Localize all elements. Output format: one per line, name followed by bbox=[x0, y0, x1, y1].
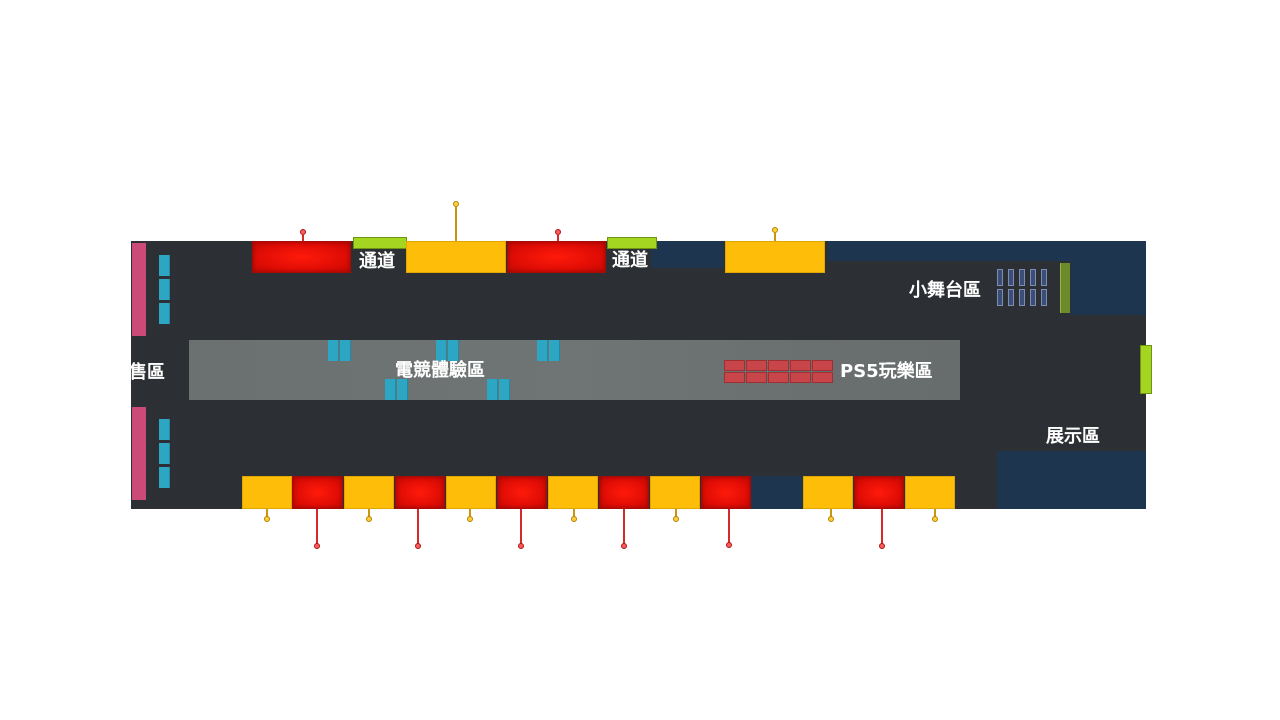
stage-seat[interactable] bbox=[1008, 289, 1014, 306]
stage-seat[interactable] bbox=[997, 269, 1003, 286]
booth-standard[interactable] bbox=[905, 476, 955, 509]
esports-kiosk[interactable] bbox=[340, 340, 351, 361]
stage-platform bbox=[1060, 263, 1070, 313]
booth-standard[interactable] bbox=[548, 476, 598, 509]
ps5-station[interactable] bbox=[812, 372, 833, 383]
corridor-label: 通道 bbox=[359, 251, 395, 272]
corridor-label: 通道 bbox=[612, 250, 648, 271]
stage-seat[interactable] bbox=[1030, 269, 1036, 286]
booth-premium[interactable] bbox=[854, 476, 904, 509]
exhibition-area-label: 展示區 bbox=[1046, 426, 1100, 447]
ps5-station[interactable] bbox=[724, 372, 745, 383]
booth-standard[interactable] bbox=[242, 476, 292, 509]
navy-area-bottom bbox=[751, 476, 803, 509]
esports-kiosk[interactable] bbox=[537, 340, 548, 361]
ps5-station[interactable] bbox=[812, 360, 833, 371]
stage-seat[interactable] bbox=[1041, 289, 1047, 306]
stage-seat[interactable] bbox=[997, 289, 1003, 306]
stage-seat[interactable] bbox=[1030, 289, 1036, 306]
small-stage-area bbox=[1071, 261, 1146, 315]
kiosk[interactable] bbox=[159, 255, 170, 276]
stage-seat[interactable] bbox=[1008, 269, 1014, 286]
booth-standard[interactable] bbox=[650, 476, 700, 509]
wall-panel-top bbox=[132, 243, 146, 336]
booth-standard[interactable] bbox=[446, 476, 496, 509]
ps5-station[interactable] bbox=[724, 360, 745, 371]
ps5-station[interactable] bbox=[746, 360, 767, 371]
kiosk[interactable] bbox=[159, 443, 170, 464]
ps5-station[interactable] bbox=[790, 360, 811, 371]
esports-kiosk[interactable] bbox=[385, 379, 396, 400]
small-stage-label: 小舞台區 bbox=[909, 280, 981, 301]
floor-plan: 通道 通道 小舞台區 電競體驗區 PS5玩樂區 展示區 bbox=[131, 241, 1146, 509]
stage-seat[interactable] bbox=[1019, 289, 1025, 306]
ps5-station[interactable] bbox=[790, 372, 811, 383]
esports-kiosk[interactable] bbox=[448, 340, 459, 361]
kiosk[interactable] bbox=[159, 303, 170, 324]
booth-standard[interactable] bbox=[725, 241, 825, 273]
kiosk[interactable] bbox=[159, 419, 170, 440]
kiosk[interactable] bbox=[159, 279, 170, 300]
esports-kiosk[interactable] bbox=[436, 340, 447, 361]
ps5-station[interactable] bbox=[746, 372, 767, 383]
entrance-marker[interactable] bbox=[353, 237, 407, 249]
entrance-marker-east[interactable] bbox=[1140, 345, 1152, 394]
esports-kiosk[interactable] bbox=[328, 340, 339, 361]
esports-kiosk[interactable] bbox=[487, 379, 498, 400]
booth-standard[interactable] bbox=[344, 476, 394, 509]
booth-premium[interactable] bbox=[507, 241, 606, 273]
navy-area-top-1 bbox=[651, 241, 724, 268]
booth-standard[interactable] bbox=[406, 241, 506, 273]
stage-seat[interactable] bbox=[1019, 269, 1025, 286]
stage-seat[interactable] bbox=[1041, 269, 1047, 286]
exhibition-area bbox=[997, 451, 1146, 509]
entrance-marker[interactable] bbox=[607, 237, 657, 249]
esports-kiosk[interactable] bbox=[397, 379, 408, 400]
ps5-zone-label: PS5玩樂區 bbox=[840, 361, 933, 382]
booth-premium[interactable] bbox=[292, 476, 343, 509]
booth-premium[interactable] bbox=[395, 476, 445, 509]
kiosk[interactable] bbox=[159, 467, 170, 488]
esports-zone-label: 電競體驗區 bbox=[395, 360, 485, 381]
wall-panel-bottom bbox=[132, 407, 146, 500]
booth-premium[interactable] bbox=[252, 241, 351, 273]
sales-area-label: 售區 bbox=[129, 362, 165, 383]
booth-premium[interactable] bbox=[497, 476, 547, 509]
esports-kiosk[interactable] bbox=[549, 340, 560, 361]
booth-premium[interactable] bbox=[701, 476, 751, 509]
navy-area-top-2 bbox=[828, 241, 1146, 261]
booth-premium[interactable] bbox=[599, 476, 649, 509]
ps5-station[interactable] bbox=[768, 360, 789, 371]
ps5-station[interactable] bbox=[768, 372, 789, 383]
esports-kiosk[interactable] bbox=[499, 379, 510, 400]
booth-standard[interactable] bbox=[803, 476, 853, 509]
